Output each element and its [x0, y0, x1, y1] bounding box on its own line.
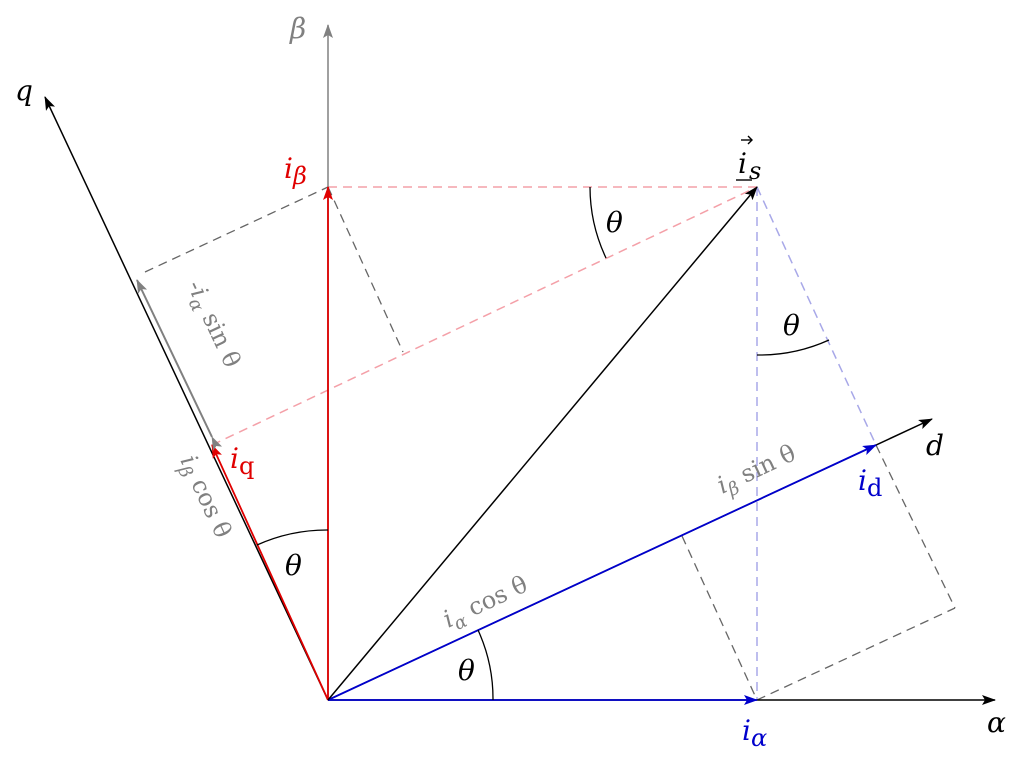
- theta-arc-origin-d: [477, 629, 494, 701]
- i-alpha-label: iα: [742, 714, 767, 752]
- dash-gray-2: [327, 186, 404, 353]
- gray-dim-arrow: [136, 279, 223, 451]
- svg-text:is: is: [738, 147, 761, 185]
- theta-arc-top: [589, 186, 607, 259]
- i-beta-label: iβ: [284, 152, 307, 190]
- ia-cos-theta-label: iα cos θ: [439, 570, 534, 638]
- vector-i-d: [327, 444, 877, 701]
- i-s-label: is: [736, 135, 761, 185]
- dash-gray-4: [756, 607, 956, 701]
- ib-cos-theta-label: iβ cos θ: [170, 451, 237, 545]
- dash-blue-diagonal: [756, 186, 877, 446]
- dash-pink-diagonal: [211, 186, 758, 446]
- dash-gray-1: [144, 186, 329, 273]
- theta-label-right: θ: [783, 309, 800, 342]
- minus-ia-sin-theta-label: -iα sin θ: [177, 276, 246, 374]
- theta-label-top: θ: [606, 206, 623, 239]
- i-d-label: id: [858, 464, 882, 502]
- theta-label-origin: θ: [458, 654, 475, 687]
- q-axis-label: q: [15, 74, 33, 107]
- theta-arc-right: [756, 339, 830, 356]
- dash-gray-5: [875, 444, 956, 609]
- q-axis: [44, 96, 329, 701]
- beta-axis-label: β: [289, 12, 306, 45]
- i-q-label: iq: [230, 442, 254, 480]
- dash-gray-3: [681, 535, 758, 701]
- vector-i-s: [327, 186, 758, 701]
- alpha-axis-label: α: [987, 706, 1006, 739]
- theta-arc-origin-q: [256, 529, 329, 546]
- theta-label-q: θ: [285, 549, 302, 582]
- d-axis-label: d: [926, 429, 944, 462]
- vector-i-q: [211, 444, 329, 701]
